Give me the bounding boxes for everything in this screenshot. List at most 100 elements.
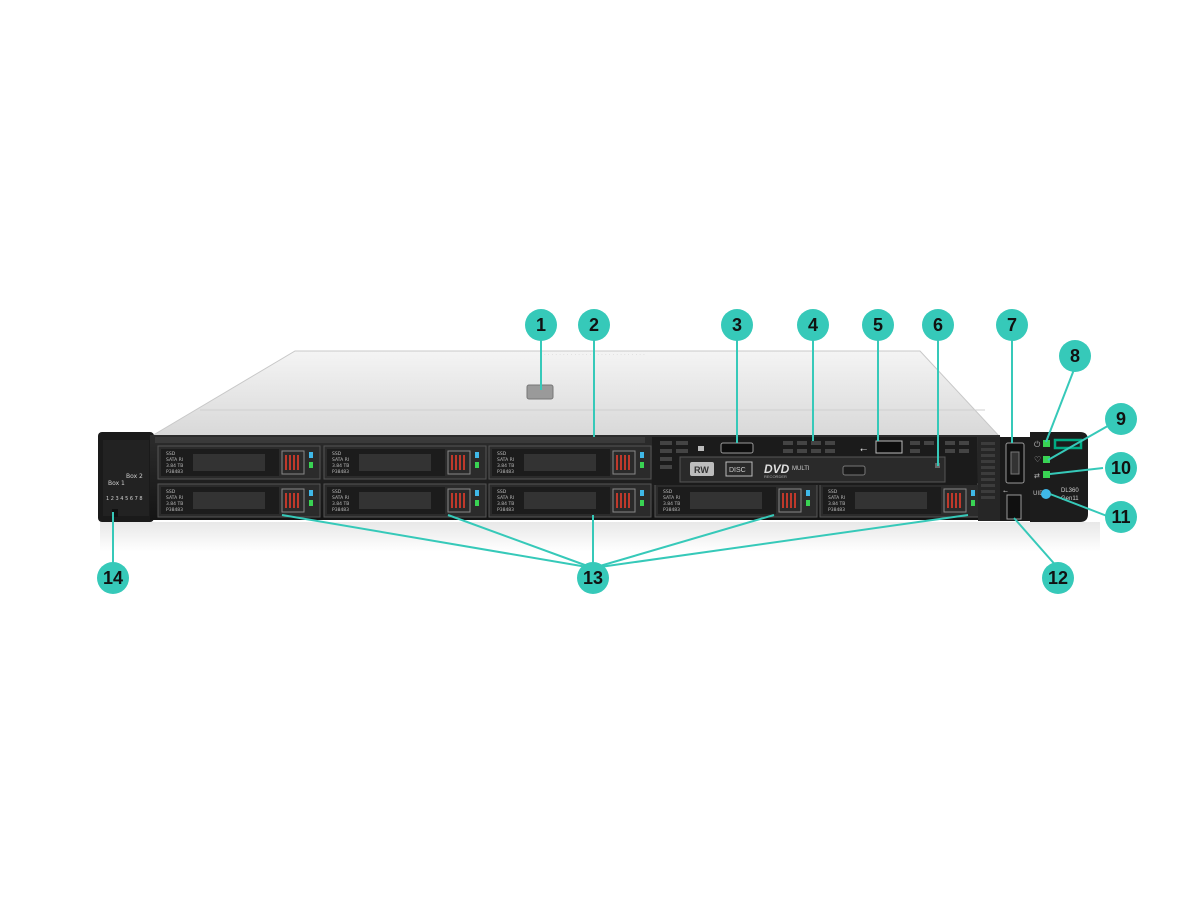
drive-label-line1: SSD bbox=[166, 489, 176, 495]
leader-line-13b bbox=[447, 514, 594, 569]
drive-latch-stripe bbox=[459, 493, 461, 508]
pull-tab-numbers: 1 2 3 4 5 6 7 8 bbox=[106, 496, 143, 502]
drive-grill bbox=[359, 492, 431, 509]
drive-latch-stripe bbox=[624, 455, 626, 470]
floor-reflection bbox=[100, 522, 1100, 552]
drive-label-line1: SSD bbox=[497, 451, 507, 457]
svg-text:14: 14 bbox=[103, 568, 123, 588]
drive-label-line3: 3.84 TB bbox=[166, 501, 183, 507]
drive-label-line4: P38483 bbox=[332, 469, 349, 475]
serial-pull-tab[interactable] bbox=[112, 509, 118, 517]
drive-activity-led bbox=[640, 452, 644, 458]
nic-led bbox=[1043, 471, 1050, 478]
drive-latch-stripe bbox=[628, 455, 630, 470]
callout-9: 9 bbox=[1105, 403, 1137, 435]
drive-latch-stripe bbox=[782, 493, 784, 508]
callout-13: 13 bbox=[577, 562, 609, 594]
uid-icon: UID bbox=[1033, 490, 1044, 497]
drive-latch-stripe bbox=[786, 493, 788, 508]
media-vent-left bbox=[660, 441, 688, 469]
callout-14: 14 bbox=[97, 562, 129, 594]
callout-3: 3 bbox=[721, 309, 753, 341]
svg-text:10: 10 bbox=[1111, 458, 1131, 478]
health-icon: ♡ bbox=[1034, 455, 1041, 464]
drive-latch-stripe bbox=[293, 455, 295, 470]
control-panel-vents bbox=[981, 442, 995, 499]
display-port[interactable] bbox=[720, 442, 754, 454]
media-vent-middle bbox=[783, 441, 835, 453]
drive-latch-stripe bbox=[620, 455, 622, 470]
svg-text:12: 12 bbox=[1048, 568, 1068, 588]
optical-disc-text: DISC bbox=[729, 467, 746, 474]
optical-eject-button[interactable] bbox=[842, 465, 866, 476]
leader-line-8 bbox=[1045, 366, 1076, 443]
svg-text:2: 2 bbox=[589, 315, 599, 335]
drive-label-line1: SSD bbox=[828, 489, 838, 495]
callout-12: 12 bbox=[1042, 562, 1074, 594]
media-section: ⭠ RW DISC DVD MULTI RECORDER bbox=[652, 437, 977, 485]
leader-line-10 bbox=[1049, 467, 1104, 475]
optical-drive[interactable] bbox=[679, 456, 946, 483]
drive-latch-stripe bbox=[455, 455, 457, 470]
drive-label-line1: SSD bbox=[166, 451, 176, 457]
model-label-line1: DL360 bbox=[1061, 488, 1079, 494]
right-rack-ear: ⏻ ♡ ⇄ UID DL360 Gen11 bbox=[1030, 432, 1088, 522]
drive-latch-stripe bbox=[455, 493, 457, 508]
drive-label-line2: SATA RI bbox=[663, 495, 680, 501]
drive-label-line4: P38483 bbox=[497, 507, 514, 513]
chassis-top-cover bbox=[148, 350, 1002, 438]
drive-grill bbox=[193, 454, 265, 471]
display-port-icon bbox=[698, 446, 704, 451]
callout-4: 4 bbox=[797, 309, 829, 341]
drive-label-line4: P38483 bbox=[497, 469, 514, 475]
callout-10: 10 bbox=[1105, 452, 1137, 484]
drive-label-line2: SATA RI bbox=[828, 495, 845, 501]
drive-label-line4: P38483 bbox=[663, 507, 680, 513]
svg-text:6: 6 bbox=[933, 315, 943, 335]
drive-grill bbox=[359, 454, 431, 471]
usb-icon-lower: ⭠ bbox=[1003, 488, 1008, 495]
drive-status-led bbox=[309, 500, 313, 506]
drive-label-line1: SSD bbox=[663, 489, 673, 495]
media-vent-right bbox=[910, 441, 969, 453]
drive-label-line3: 3.84 TB bbox=[166, 463, 183, 469]
power-led[interactable] bbox=[1043, 440, 1050, 447]
drive-status-led bbox=[640, 462, 644, 468]
drive-latch-stripe bbox=[951, 493, 953, 508]
optical-rw-text: RW bbox=[694, 465, 709, 475]
drive-label-line4: P38483 bbox=[166, 469, 183, 475]
callout-5: 5 bbox=[862, 309, 894, 341]
optical-multi-text: MULTI bbox=[792, 466, 810, 472]
svg-text:1: 1 bbox=[536, 315, 546, 335]
pull-tab-line2: Box 2 bbox=[126, 473, 143, 480]
front-vent-strip bbox=[155, 437, 645, 443]
drive-label-line2: SATA RI bbox=[166, 457, 183, 463]
uid-button[interactable] bbox=[1041, 489, 1051, 499]
leader-line-13d bbox=[592, 514, 775, 569]
drive-label-line3: 3.84 TB bbox=[497, 463, 514, 469]
callout-7: 7 bbox=[996, 309, 1028, 341]
drive-latch-stripe bbox=[293, 493, 295, 508]
drive-latch-stripe bbox=[289, 455, 291, 470]
optical-recorder-text: RECORDER bbox=[764, 474, 787, 479]
front-usb-port-2[interactable] bbox=[1006, 494, 1022, 520]
svg-text:3: 3 bbox=[732, 315, 742, 335]
callout-8: 8 bbox=[1059, 340, 1091, 372]
front-usb-port[interactable] bbox=[875, 440, 903, 454]
callout-6: 6 bbox=[922, 309, 954, 341]
drive-status-led bbox=[475, 462, 479, 468]
top-cover-label: · · · · · · · · · · · · · · · · · · · · … bbox=[540, 352, 645, 359]
drive-latch-stripe bbox=[620, 493, 622, 508]
service-port-inner bbox=[1010, 451, 1020, 475]
svg-text:13: 13 bbox=[583, 568, 603, 588]
optical-disc-badge bbox=[725, 461, 753, 477]
model-label-line2: Gen11 bbox=[1061, 496, 1079, 502]
